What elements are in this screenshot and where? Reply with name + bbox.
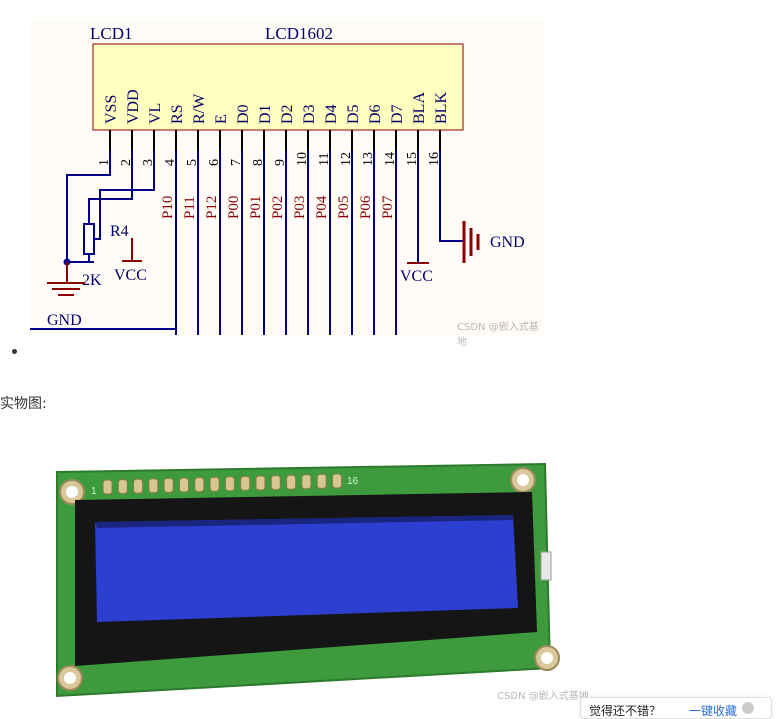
pin-name-7: D0	[235, 104, 252, 124]
pin-number-2: 2	[119, 159, 134, 166]
pin-number-3: 3	[141, 159, 156, 166]
lcd1602-photo: 1 16	[45, 460, 600, 705]
header-pin	[240, 475, 251, 491]
photo-caption: 实物图:	[0, 396, 47, 412]
pin-name-6: E	[213, 114, 230, 124]
header-pin	[148, 478, 159, 494]
component-ref: LCD1	[90, 24, 133, 43]
favorite-toolbar: 觉得还不错？ 一键收藏	[580, 697, 772, 719]
header-pin	[209, 476, 220, 492]
pin-number-14: 14	[383, 152, 398, 166]
pin-number-15: 15	[405, 152, 420, 166]
net-label-P03: P03	[292, 196, 308, 219]
header-pin	[332, 473, 342, 489]
vl-wire	[94, 150, 155, 240]
net-label-P02: P02	[270, 196, 286, 219]
net-label-P11: P11	[182, 196, 198, 219]
pin-name-2: VDD	[125, 89, 142, 124]
pin-number-4: 4	[163, 159, 178, 166]
pin-number-13: 13	[361, 152, 376, 166]
pin-name-10: D3	[301, 104, 318, 124]
net-label-P12: P12	[204, 196, 220, 219]
header-pin	[117, 479, 128, 495]
pin-name-14: D7	[389, 104, 406, 124]
pin-number-10: 10	[295, 152, 310, 166]
lcd-screen	[95, 515, 518, 622]
header-pin	[179, 477, 189, 493]
vcc-label-2: VCC	[400, 268, 433, 285]
pin-name-16: BLK	[433, 92, 450, 124]
resistor-value: 2K	[82, 272, 102, 289]
pin-name-15: BLA	[411, 92, 428, 124]
component-name: LCD1602	[265, 24, 333, 43]
gnd-label-left: GND	[47, 312, 82, 329]
pin-name-3: VL	[147, 103, 164, 124]
pin-number-7: 7	[229, 159, 244, 166]
header-pin	[316, 473, 327, 489]
net-label-P00: P00	[226, 196, 242, 219]
pin-number-12: 12	[339, 152, 354, 166]
pin-number-8: 8	[251, 159, 266, 166]
net-label-P04: P04	[314, 195, 330, 219]
pin-name-1: VSS	[103, 95, 120, 124]
net-label-P05: P05	[336, 196, 352, 219]
pin-number-5: 5	[185, 159, 200, 166]
net-label-P10: P10	[160, 196, 176, 219]
pin-number-16: 16	[427, 152, 442, 166]
header-pin	[163, 477, 174, 493]
pin-name-8: D1	[257, 104, 274, 124]
pin-number-6: 6	[207, 159, 222, 166]
blk-wire	[439, 150, 464, 242]
list-bullet	[12, 349, 17, 354]
pin-number-1: 1	[97, 159, 112, 166]
gnd-label-right: GND	[490, 234, 525, 251]
vss-wire	[66, 150, 111, 260]
header-pin	[270, 475, 281, 491]
pin-number-9: 9	[273, 159, 288, 166]
resistor-r4	[83, 223, 95, 255]
net-label-P07: P07	[380, 195, 396, 219]
pin16-silkscreen: 16	[347, 476, 359, 487]
header-pins	[102, 473, 342, 495]
vcc-label-1: VCC	[114, 267, 147, 284]
header-pin	[224, 476, 235, 492]
pin-name-5: R/W	[191, 93, 208, 124]
vdd-wire	[88, 150, 133, 224]
lcd-body	[92, 43, 464, 131]
pin-name-13: D6	[367, 104, 384, 124]
lcd-module-image: 1 16	[56, 462, 560, 698]
header-pin	[255, 475, 266, 491]
gnd-bus	[30, 150, 177, 330]
pin-name-9: D2	[279, 104, 296, 124]
net-label-P01: P01	[248, 196, 264, 219]
pin1-silkscreen: 1	[91, 486, 97, 497]
resistor-ref: R4	[110, 223, 129, 240]
pin-number-11: 11	[317, 153, 332, 166]
net-label-P06: P06	[358, 195, 374, 219]
pin-name-12: D5	[345, 104, 362, 124]
photo-watermark: CSDN @嵌入式基地	[497, 691, 589, 702]
schematic-watermark: CSDN @嵌入式基地	[457, 322, 539, 348]
close-icon[interactable]	[742, 702, 754, 714]
header-pin	[102, 479, 113, 495]
header-pin	[286, 474, 297, 490]
header-pin	[194, 477, 205, 493]
header-pin	[133, 478, 144, 494]
pin-name-4: RS	[169, 104, 186, 124]
pin-name-11: D4	[323, 104, 340, 124]
header-pin	[301, 474, 312, 490]
